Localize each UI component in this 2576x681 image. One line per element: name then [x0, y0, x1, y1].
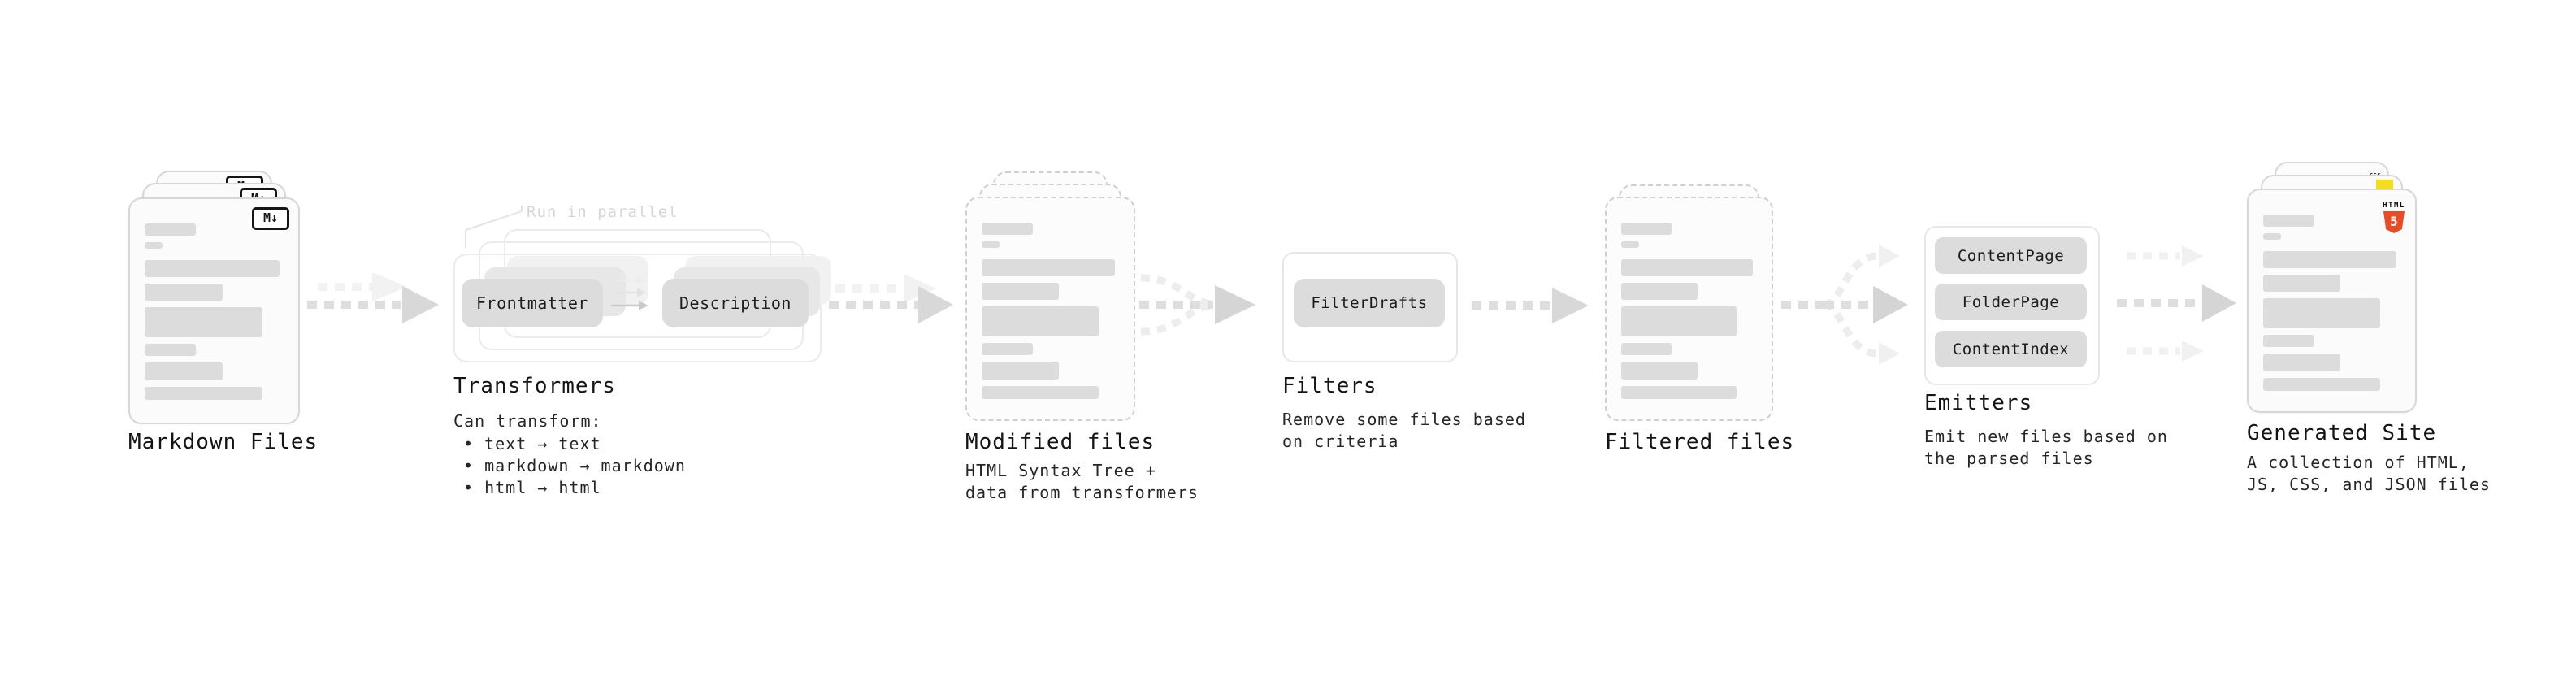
text-skeleton	[145, 223, 284, 400]
emitter-folder-page-chip: FolderPage	[1935, 284, 2087, 320]
filter-drafts-chip: FilterDrafts	[1294, 279, 1445, 327]
emitter-content-page-chip: ContentPage	[1935, 237, 2087, 274]
filtered-file-card-front	[1605, 197, 1773, 421]
generated-site-label: Generated Site	[2247, 421, 2437, 445]
text-skeleton	[982, 223, 1119, 399]
list-item: • text → text	[463, 434, 601, 453]
flow-arrow-merge-to-filters	[1139, 274, 1255, 336]
list-item: • html → html	[463, 478, 601, 497]
emitters-label: Emitters	[1924, 391, 2033, 415]
modified-files-note: HTML Syntax Tree + data from transformer…	[965, 461, 1199, 502]
filters-note: Remove some files based on criteria	[1282, 410, 1526, 451]
flow-arrow-markdown-to-transformers	[307, 272, 439, 323]
transformer-step-description: Description	[662, 279, 809, 327]
transformers-note-title: Can transform:	[453, 411, 602, 431]
emitter-content-index-chip: ContentIndex	[1935, 331, 2087, 367]
generated-file-card-html: HTML 5	[2247, 189, 2417, 413]
run-in-parallel-label: Run in parallel	[527, 203, 679, 221]
html5-icon: HTML 5	[2381, 195, 2407, 233]
run-in-parallel-connector	[465, 206, 523, 248]
modified-files-label: Modified files	[965, 430, 1156, 454]
markdown-files-label: Markdown Files	[128, 430, 319, 454]
flow-arrow-split-to-emitters	[1781, 245, 1908, 365]
filters-label: Filters	[1282, 374, 1377, 398]
transformers-capabilities-list: • text → text • markdown → markdown • ht…	[463, 433, 686, 499]
flow-arrow-transformers-to-modified	[829, 274, 953, 323]
transformer-frame-front	[453, 254, 822, 362]
transformers-label: Transformers	[453, 374, 616, 398]
transformer-step-frontmatter: Frontmatter	[462, 279, 603, 327]
text-skeleton	[1621, 223, 1757, 399]
emitters-note: Emit new files based on the parsed files	[1924, 427, 2168, 468]
markdown-file-card-front: M↓	[128, 197, 300, 424]
flow-arrow-filters-to-filtered	[1472, 288, 1589, 323]
filtered-files-label: Filtered files	[1605, 430, 1795, 454]
flow-arrows-emitters-to-generated	[2117, 245, 2236, 362]
modified-file-card-front	[965, 197, 1135, 421]
parallel-arrows-icon	[611, 275, 648, 310]
markdown-icon: M↓	[252, 207, 289, 230]
text-skeleton	[2263, 215, 2400, 391]
list-item: • markdown → markdown	[463, 456, 686, 475]
generated-site-note: A collection of HTML, JS, CSS, and JSON …	[2247, 453, 2491, 494]
